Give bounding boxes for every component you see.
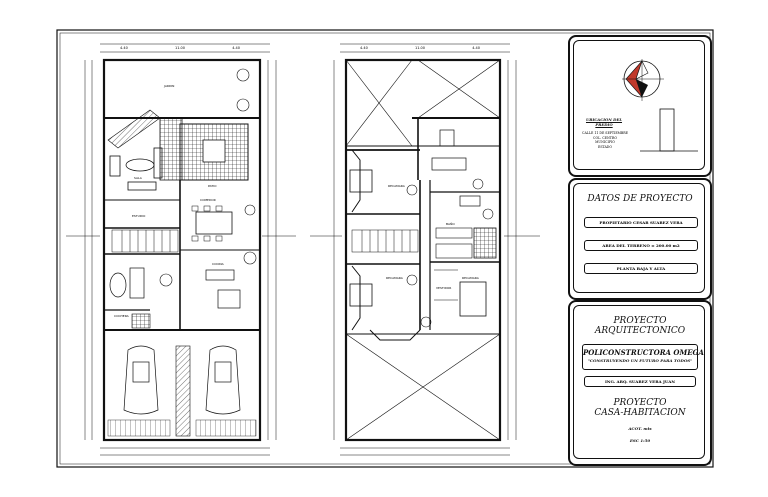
project-data-panel: DATOS DE PROYECTO PROPIETARIO CESAR SUAR… bbox=[568, 178, 712, 300]
ground-dim-top: 4.40 11.00 4.40 bbox=[120, 46, 240, 50]
project-title-2: CASA-HABITACION bbox=[594, 408, 686, 418]
room-label-bedroom: RECAMARA bbox=[462, 276, 479, 280]
location-line: COL. CENTRO bbox=[593, 135, 617, 140]
location-key-plan-icon bbox=[622, 59, 698, 152]
upper-floor-plan bbox=[310, 43, 540, 456]
room-label-kitchen: COCINA bbox=[212, 262, 224, 266]
dim-label: 11.00 bbox=[414, 46, 426, 50]
company-name: POLICONSTRUCTORA OMEGA bbox=[583, 348, 704, 357]
upper-dim-top: 4.40 11.00 4.40 bbox=[360, 46, 480, 50]
location-title: UBICACION DEL PREDIO bbox=[585, 117, 623, 127]
engineer-field: ING. ARQ. SUAREZ VERA JUAN bbox=[584, 376, 696, 387]
room-label-closet: VESTIDOR bbox=[436, 286, 452, 290]
room-label-living: SALA bbox=[134, 176, 142, 180]
room-label-patio: PATIO bbox=[208, 184, 217, 188]
project-data-title: DATOS DE PROYECTO bbox=[587, 194, 693, 204]
dim-label: 4.40 bbox=[360, 46, 368, 50]
room-label-dining: COMEDOR bbox=[200, 198, 216, 202]
scale-label: ESC 1:50 bbox=[629, 438, 651, 443]
dim-label: 11.00 bbox=[174, 46, 186, 50]
room-label-garden: JARDIN bbox=[164, 84, 175, 88]
room-label-garage: COCHERA bbox=[114, 314, 129, 318]
architect-panel: PROYECTO ARQUITECTONICO POLICONSTRUCTORA… bbox=[568, 300, 712, 466]
company-slogan: "CONSTRUYENDO UN FUTURO PARA TODOS" bbox=[587, 358, 693, 363]
location-panel: UBICACION DEL PREDIO CALLE 11 DE SEPTIEM… bbox=[568, 35, 712, 177]
sheet-frame bbox=[56, 29, 714, 468]
room-label-bedroom: RECAMARA bbox=[386, 276, 403, 280]
location-lines: CALLE 11 DE SEPTIEMBRE COL. CENTRO MUNIC… bbox=[578, 131, 632, 149]
room-label-study: ESTUDIO bbox=[132, 214, 146, 218]
units-label: ACOT. mts bbox=[628, 426, 652, 431]
architect-title-1: PROYECTO bbox=[613, 316, 667, 326]
dim-label: 4.40 bbox=[232, 46, 240, 50]
dim-label: 4.40 bbox=[120, 46, 128, 50]
room-label-bath: BAÑO bbox=[446, 222, 455, 226]
owner-field: PROPIETARIO CESAR SUAREZ VERA bbox=[584, 217, 698, 228]
dim-label: 4.40 bbox=[472, 46, 480, 50]
project-title-1: PROYECTO bbox=[613, 398, 667, 408]
location-line: ESTADO bbox=[598, 144, 612, 149]
room-label-bedroom: RECAMARA bbox=[388, 184, 405, 188]
location-line: CALLE 11 DE SEPTIEMBRE bbox=[582, 131, 628, 135]
company-box: POLICONSTRUCTORA OMEGA "CONSTRUYENDO UN … bbox=[582, 344, 704, 370]
ground-floor-plan bbox=[66, 43, 296, 456]
architect-title-2: ARQUITECTONICO bbox=[594, 326, 686, 336]
location-line: MUNICIPIO bbox=[595, 140, 615, 145]
plan-field: PLANTA BAJA Y ALTA bbox=[584, 263, 698, 274]
area-field: AREA DEL TERRENO = 200.00 m2 bbox=[584, 240, 698, 251]
